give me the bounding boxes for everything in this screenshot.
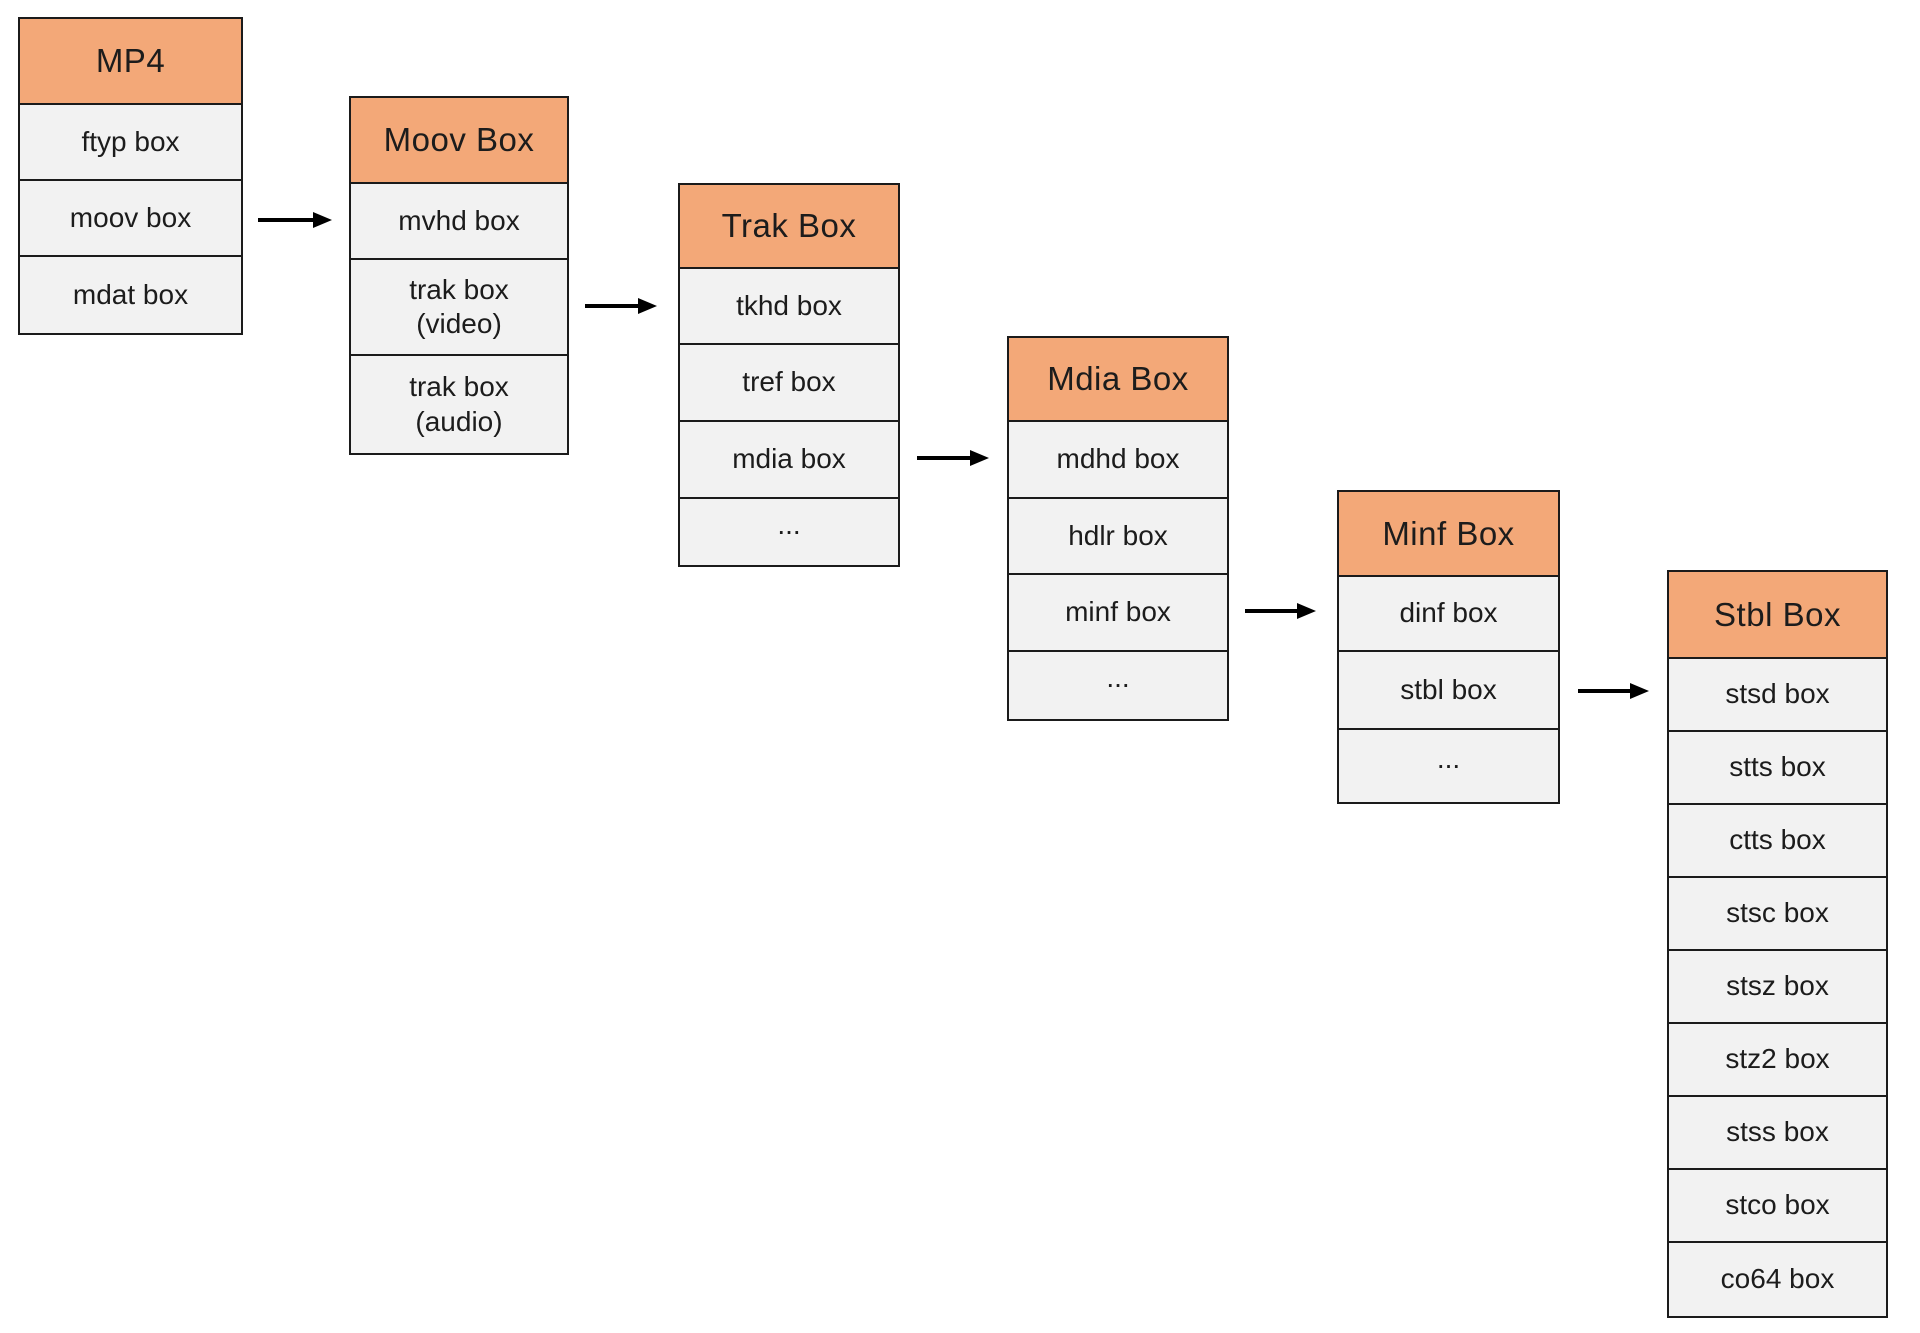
box-row-stbl-0: stsd box <box>1669 659 1886 732</box>
arrow-moov-box-to-moov <box>258 211 332 229</box>
box-row-mdia-3: ... <box>1009 652 1227 719</box>
arrow-shaft <box>1245 609 1301 613</box>
box-row-stbl-4: stsz box <box>1669 951 1886 1024</box>
arrow-shaft <box>258 218 317 222</box>
box-row-mdia-2: minf box <box>1009 575 1227 652</box>
arrow-head-icon <box>638 298 657 314</box>
arrow-head-icon <box>313 212 332 228</box>
box-row-mdia-0: mdhd box <box>1009 422 1227 499</box>
arrow-head-icon <box>1297 603 1316 619</box>
arrow-mdia-box-to-mdia <box>917 449 989 467</box>
box-row-moov-1: trak box (video) <box>351 260 567 356</box>
arrow-stbl-box-to-stbl <box>1578 682 1649 700</box>
arrow-shaft <box>1578 689 1634 693</box>
box-row-stbl-7: stco box <box>1669 1170 1886 1243</box>
box-row-mp4-0: ftyp box <box>20 105 241 181</box>
box-row-mp4-1: moov box <box>20 181 241 257</box>
box-row-trak-2: mdia box <box>680 422 898 499</box>
box-row-stbl-1: stts box <box>1669 732 1886 805</box>
box-row-mp4-2: mdat box <box>20 257 241 333</box>
box-title-trak: Trak Box <box>680 185 898 269</box>
arrow-shaft <box>917 456 974 460</box>
box-row-stbl-3: stsc box <box>1669 878 1886 951</box>
arrow-head-icon <box>970 450 989 466</box>
box-title-mdia: Mdia Box <box>1009 338 1227 422</box>
box-title-mp4: MP4 <box>20 19 241 105</box>
arrow-head-icon <box>1630 683 1649 699</box>
box-row-stbl-5: stz2 box <box>1669 1024 1886 1097</box>
arrow-minf-box-to-minf <box>1245 602 1316 620</box>
box-row-minf-0: dinf box <box>1339 577 1558 652</box>
box-row-minf-2: ... <box>1339 730 1558 802</box>
box-row-stbl-8: co64 box <box>1669 1243 1886 1316</box>
box-row-stbl-6: stss box <box>1669 1097 1886 1170</box>
box-row-trak-3: ... <box>680 499 898 565</box>
arrow-trak-video-to-trak <box>585 297 657 315</box>
arrow-shaft <box>585 304 642 308</box>
box-row-stbl-2: ctts box <box>1669 805 1886 878</box>
box-row-moov-0: mvhd box <box>351 184 567 260</box>
box-row-mdia-1: hdlr box <box>1009 499 1227 575</box>
box-title-minf: Minf Box <box>1339 492 1558 577</box>
box-row-trak-1: tref box <box>680 345 898 422</box>
box-row-trak-0: tkhd box <box>680 269 898 345</box>
box-row-minf-1: stbl box <box>1339 652 1558 730</box>
box-title-moov: Moov Box <box>351 98 567 184</box>
box-title-stbl: Stbl Box <box>1669 572 1886 659</box>
box-row-moov-2: trak box (audio) <box>351 356 567 453</box>
